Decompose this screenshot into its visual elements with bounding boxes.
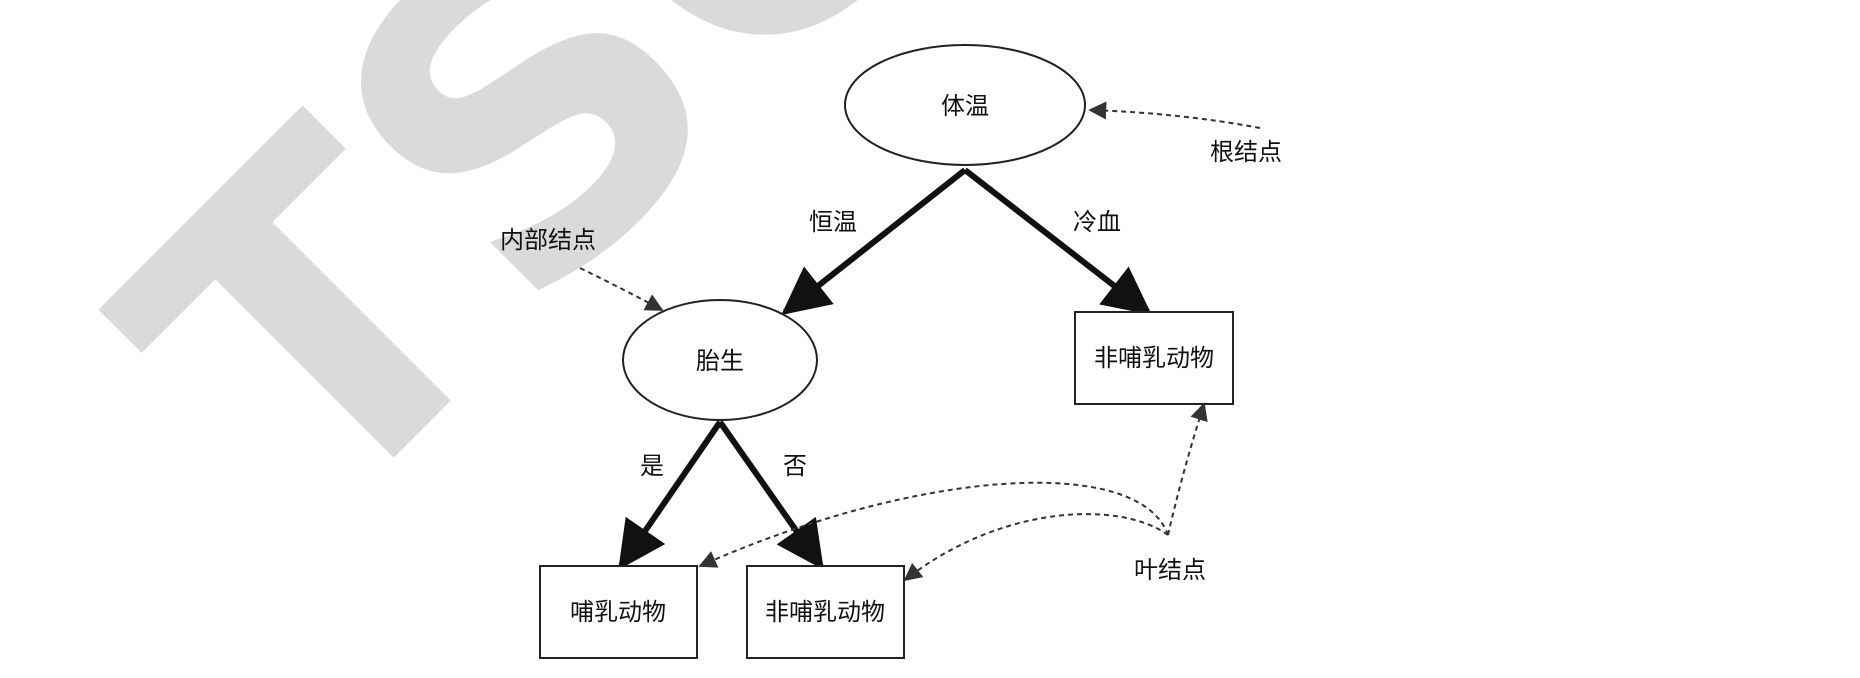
edge-internal-to-mammal	[618, 420, 723, 570]
edge-label-yes: 是	[640, 452, 664, 480]
root-node-shape	[844, 44, 1086, 166]
edge-root-to-internal	[781, 167, 967, 315]
root-node: 体温	[844, 44, 1086, 166]
internal-node-shape	[622, 299, 818, 421]
annotation-arrow-leaf-mammal	[698, 481, 1169, 568]
leaf-node-nonmammal-label: 非哺乳动物	[765, 598, 885, 626]
annotation-arrow-leaf-cold	[1167, 402, 1208, 536]
annotation-leaf-node-label: 叶结点	[1134, 556, 1206, 584]
edge-internal-to-nonmammal	[717, 420, 824, 570]
internal-node: 胎生	[622, 299, 818, 421]
annotation-arrow-internal	[579, 267, 664, 311]
leaf-node-mammal-label: 哺乳动物	[570, 598, 666, 626]
leaf-node-mammal: 哺乳动物	[539, 565, 698, 659]
leaf-node-cold-shape	[1074, 311, 1234, 405]
internal-node-label: 胎生	[696, 347, 744, 375]
edge-label-warm: 恒温	[809, 208, 857, 236]
leaf-node-cold-label: 非哺乳动物	[1094, 344, 1214, 372]
leaf-node-mammal-shape	[539, 565, 698, 659]
annotation-root-node-label: 根结点	[1210, 138, 1282, 166]
edge-root-to-cold-leaf	[963, 167, 1152, 315]
annotation-internal-node-label: 内部结点	[500, 226, 596, 254]
edge-label-no: 否	[783, 452, 807, 480]
leaf-node-nonmammal-shape	[746, 565, 905, 659]
root-node-label: 体温	[941, 92, 989, 120]
annotation-arrow-root	[1088, 101, 1261, 129]
leaf-node-nonmammal: 非哺乳动物	[746, 565, 905, 659]
edge-label-cold: 冷血	[1073, 208, 1121, 236]
annotation-arrow-leaf-nonmammal	[903, 513, 1169, 582]
leaf-node-cold: 非哺乳动物	[1074, 311, 1234, 405]
